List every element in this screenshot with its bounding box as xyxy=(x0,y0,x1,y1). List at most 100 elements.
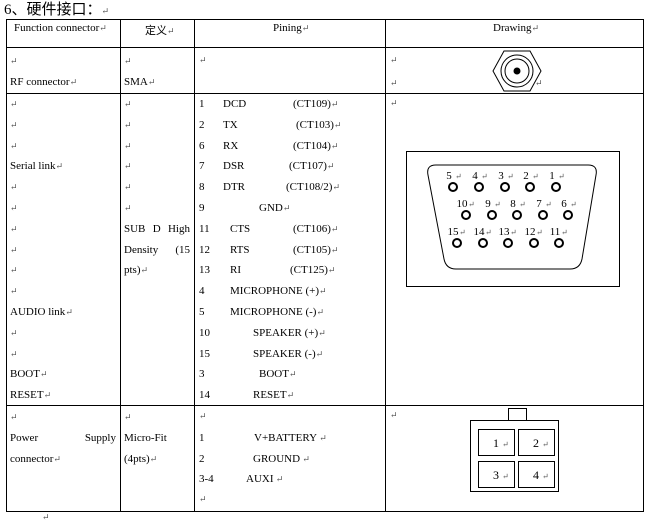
microfit-pin-box xyxy=(478,461,515,488)
pin-circuit-code: (CT108/2)↵ xyxy=(286,181,340,194)
header-drawing: Drawing↵ xyxy=(493,22,540,34)
rf-drawing-mark-1: ↵ xyxy=(390,55,398,65)
db15-pin-hole xyxy=(500,182,510,192)
header-definition: 定义↵ xyxy=(145,25,175,37)
paragraph-mark: ↵ xyxy=(502,440,509,449)
pin-signal-name: RTS xyxy=(230,243,250,256)
paragraph-mark: ↵ xyxy=(570,200,577,209)
power-pining-mark: ↵ xyxy=(199,411,207,421)
pin-signal-name: AUXI ↵ xyxy=(246,473,284,486)
pin-number: 2 xyxy=(199,452,205,465)
paragraph-mark: ↵ xyxy=(494,200,501,209)
serial-function-cell: ↵ ↵ ↵ Serial link↵ ↵ ↵ ↵ ↵ ↵ ↵ AUDIO lin… xyxy=(10,99,73,402)
pin-number: 8 xyxy=(199,181,205,194)
power-definition-cell: ↵ Micro-Fit (4pts)↵ xyxy=(124,412,167,465)
microfit-pin-box xyxy=(518,461,555,488)
power-drawing-mark: ↵ xyxy=(390,410,398,420)
db15-pin-hole xyxy=(503,238,513,248)
pin-signal-name: V+BATTERY ↵ xyxy=(254,431,327,444)
microfit-pts-label: (4pts) xyxy=(124,452,150,465)
paragraph-mark: ↵ xyxy=(558,172,565,181)
microfit-pin-label: 1 xyxy=(493,436,499,450)
pin-circuit-code: (CT109)↵ xyxy=(293,98,339,110)
paragraph-mark: ↵ xyxy=(468,200,475,209)
rf-pining-mark: ↵ xyxy=(199,55,207,65)
paragraph-mark: ↵ xyxy=(507,172,514,181)
pin-signal-name: TX xyxy=(223,118,238,131)
pin-number: 4 xyxy=(199,285,205,298)
pin-signal-name: MICROPHONE (-)↵ xyxy=(230,306,325,318)
db15-pin-hole xyxy=(554,238,564,248)
header-pining: Pining↵ xyxy=(273,22,310,34)
rf-function-label: RF connector xyxy=(10,76,70,88)
pin-signal-name: RI xyxy=(230,264,241,277)
audio-link-label: AUDIO link xyxy=(10,305,66,318)
pin-signal-name: DTR xyxy=(223,181,245,194)
db15-pin-hole xyxy=(478,238,488,248)
pin-number: 1 xyxy=(199,98,205,110)
pin-signal-name: RX xyxy=(223,139,239,152)
pin-number: 5 xyxy=(199,306,205,318)
pin-circuit-code: (CT104)↵ xyxy=(293,139,339,152)
header-function: Function connector↵ xyxy=(14,22,107,34)
db15-pin-group: 5↵4↵3↵2↵1↵10↵9↵8↵7↵6↵15↵14↵13↵12↵11↵ xyxy=(446,170,577,248)
db15-pin-hole xyxy=(448,182,458,192)
serial-link-label: Serial link xyxy=(10,160,56,173)
pin-number: 7 xyxy=(199,160,205,173)
db15-pin-label: 12 xyxy=(525,226,536,238)
pin-circuit-code: (CT107)↵ xyxy=(289,160,335,173)
db15-pin-hole xyxy=(461,210,471,220)
pin-number: 9 xyxy=(199,202,205,214)
trailing-mark: ↵ xyxy=(42,512,50,522)
db15-pin-hole xyxy=(563,210,573,220)
sma-connector-drawing xyxy=(492,50,542,92)
db15-pin-hole xyxy=(538,210,548,220)
boot-label: BOOT xyxy=(10,368,40,381)
db15-pin-label: 3 xyxy=(498,170,504,182)
rf-function-cell: ↵ RF connector↵ xyxy=(10,56,78,88)
microfit-pin-label: 4 xyxy=(533,468,539,482)
section-heading: 6、硬件接口：↵ xyxy=(4,1,109,20)
db15-pin-hole xyxy=(525,182,535,192)
paragraph-mark: ↵ xyxy=(101,6,110,16)
rf-drawing-mark-3: ↵ xyxy=(535,78,543,88)
paragraph-mark: ↵ xyxy=(545,200,552,209)
supply-label: Supply xyxy=(84,431,116,444)
paragraph-mark: ↵ xyxy=(485,228,492,237)
microfit-pin-label: 2 xyxy=(533,436,539,450)
pin-number: 3-4 xyxy=(199,473,214,486)
db15-pin-label: 4 xyxy=(472,170,478,182)
section-heading-text: 6、硬件接口： xyxy=(4,2,102,18)
pin-signal-name: GND↵ xyxy=(259,202,291,214)
power-pining-mark-end: ↵ xyxy=(199,494,207,505)
db15-pin-label: 14 xyxy=(474,226,486,238)
pin-number: 14 xyxy=(199,389,210,402)
pin-number: 11 xyxy=(199,222,210,235)
pin-signal-name: CTS xyxy=(230,222,251,235)
paragraph-mark: ↵ xyxy=(481,172,488,181)
paragraph-mark: ↵ xyxy=(536,228,543,237)
pin-signal-name: RESET↵ xyxy=(253,389,295,402)
db15-pin-hole xyxy=(452,238,462,248)
serial-definition-line3: pts)↵ xyxy=(124,264,149,277)
paragraph-mark: ↵ xyxy=(459,228,466,237)
paragraph-mark: ↵ xyxy=(510,228,517,237)
paragraph-mark: ↵ xyxy=(561,228,568,237)
db15-pin-hole xyxy=(551,182,561,192)
paragraph-mark: ↵ xyxy=(502,472,509,481)
pin-signal-name: DSR xyxy=(223,160,245,173)
pin-signal-name: DCD xyxy=(223,98,247,110)
connector-label: connector xyxy=(10,452,54,465)
rf-definition-label: SMA xyxy=(124,76,148,88)
paragraph-mark: ↵ xyxy=(542,472,549,481)
microfit-pin-group: 1↵2↵3↵4↵ xyxy=(478,429,555,488)
pin-circuit-code: (CT106)↵ xyxy=(293,222,339,235)
microfit-pin-box xyxy=(518,429,555,456)
pin-number: 1 xyxy=(199,431,205,444)
db15-pin-label: 2 xyxy=(523,170,529,182)
rf-drawing-mark-2: ↵ xyxy=(390,78,398,88)
db15-pin-label: 8 xyxy=(510,198,516,210)
